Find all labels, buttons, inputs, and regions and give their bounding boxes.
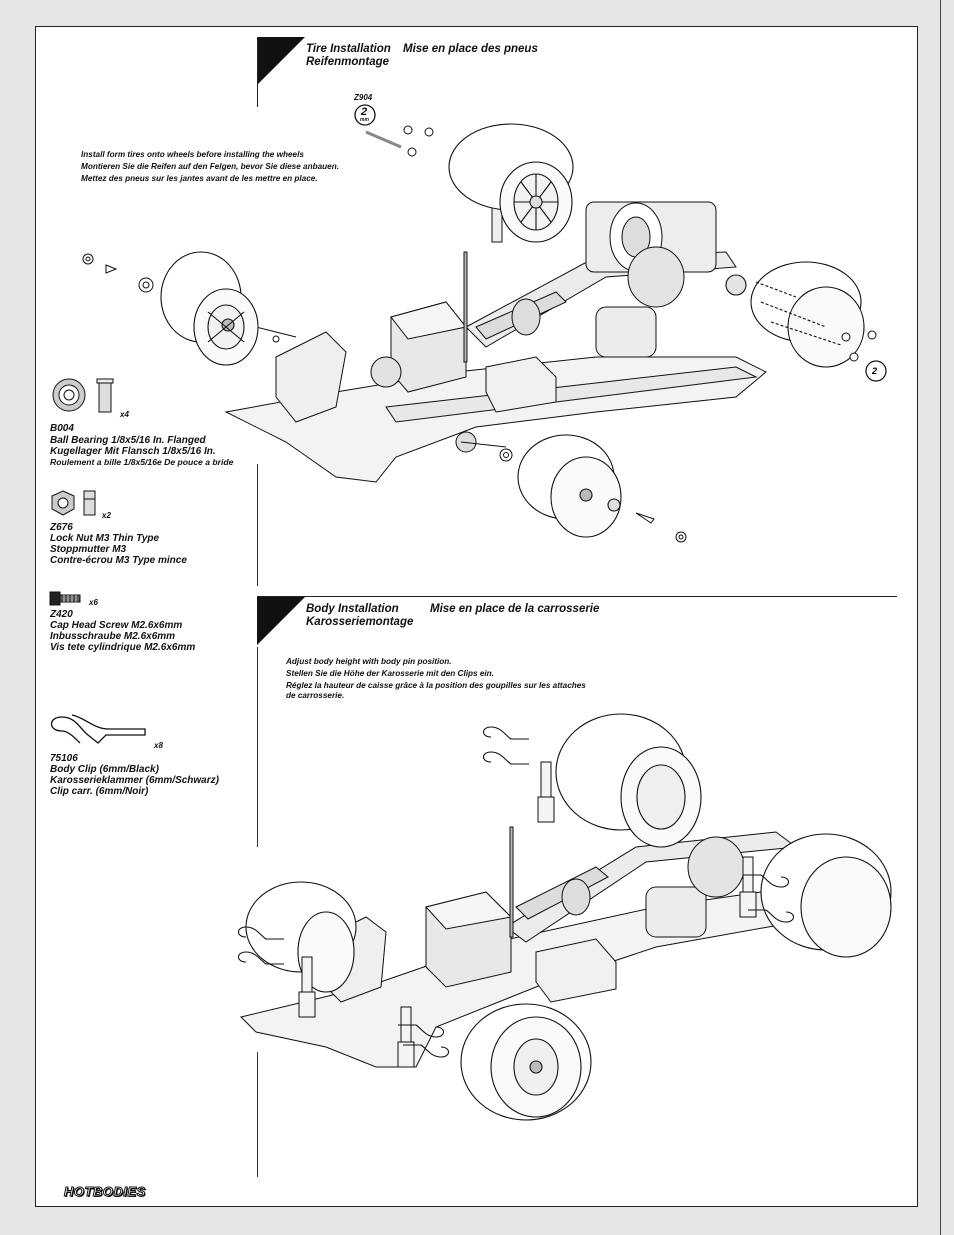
tool-unit: mm [360,117,369,123]
b004-code: B004 [50,423,74,434]
column-divider-middle [257,647,258,847]
75106-desc-fr: Clip carr. (6mm/Noir) [50,786,149,797]
z420-desc-fr: Vis tete cylindrique M2.6x6mm [50,642,196,653]
tire-title-en: Tire Installation [306,43,391,55]
instruction-page: Tire Installation Mise en place des pneu… [35,26,918,1207]
75106-desc-de: Karosserieklammer (6mm/Schwarz) [50,775,219,786]
z420-desc-de: Inbusschraube M2.6x6mm [50,631,176,642]
z676-desc-en: Lock Nut M3 Thin Type [50,533,160,544]
cap-head-screw-icon [49,591,81,606]
body-clip-icon [50,714,146,744]
z676-desc-de: Stoppmutter M3 [50,544,127,555]
b004-desc-de: Kugellager Mit Flansch 1/8x5/16 In. [50,446,216,457]
column-divider-upper [257,464,258,586]
tire-section-marker [257,37,305,85]
z420-code: Z420 [50,609,73,620]
tool-code: Z904 [354,93,373,102]
tire-title-de: Reifenmontage [306,56,390,68]
z676-desc-fr: Contre-écrou M3 Type mince [50,555,187,566]
body-note-de: Stellen Sie die Höhe der Karosserie mit … [286,669,494,678]
75106-desc-en: Body Clip (6mm/Black) [50,764,159,775]
page-edge-rule [940,0,941,1235]
body-title-en: Body Installation [306,603,399,615]
tire-title-fr: Mise en place des pneus [403,43,538,55]
75106-qty: x8 [154,741,163,750]
b004-qty: x4 [120,410,129,419]
body-section-marker [257,597,305,645]
75106-code: 75106 [50,753,78,764]
svg-text:2: 2 [871,366,877,376]
b004-desc-fr: Roulement a bille 1/8x5/16e De pouce a b… [50,457,234,467]
body-note-en: Adjust body height with body pin positio… [286,657,452,666]
lock-nut-icon [51,490,96,516]
hotbodies-logo: HOTBODIES [64,1184,146,1200]
tool-size: 2 [361,106,368,118]
body-installation-diagram [237,713,892,1121]
body-note-fr: Réglez la hauteur de caisse grâce à la p… [286,681,586,700]
ball-bearing-icon [52,378,114,413]
b004-desc-en: Ball Bearing 1/8x5/16 In. Flanged [50,435,206,446]
tire-note-en: Install form tires onto wheels before in… [81,150,304,159]
z420-desc-en: Cap Head Screw M2.6x6mm [50,620,183,631]
tire-section-divider [257,37,258,107]
z676-code: Z676 [50,522,73,533]
column-divider-lower [257,1052,258,1177]
body-section-rule [257,596,897,597]
hex-wrench-icon [354,104,376,126]
tire-note-de: Montieren Sie die Reifen auf den Felgen,… [81,162,339,171]
body-title-de: Karosseriemontage [306,616,414,628]
z420-qty: x6 [89,598,98,607]
z676-qty: x2 [102,511,111,520]
tire-note-fr: Mettez des pneus sur les jantes avant de… [81,174,318,183]
tire-installation-diagram: 2 [82,123,887,543]
body-title-fr: Mise en place de la carrosserie [430,603,600,615]
